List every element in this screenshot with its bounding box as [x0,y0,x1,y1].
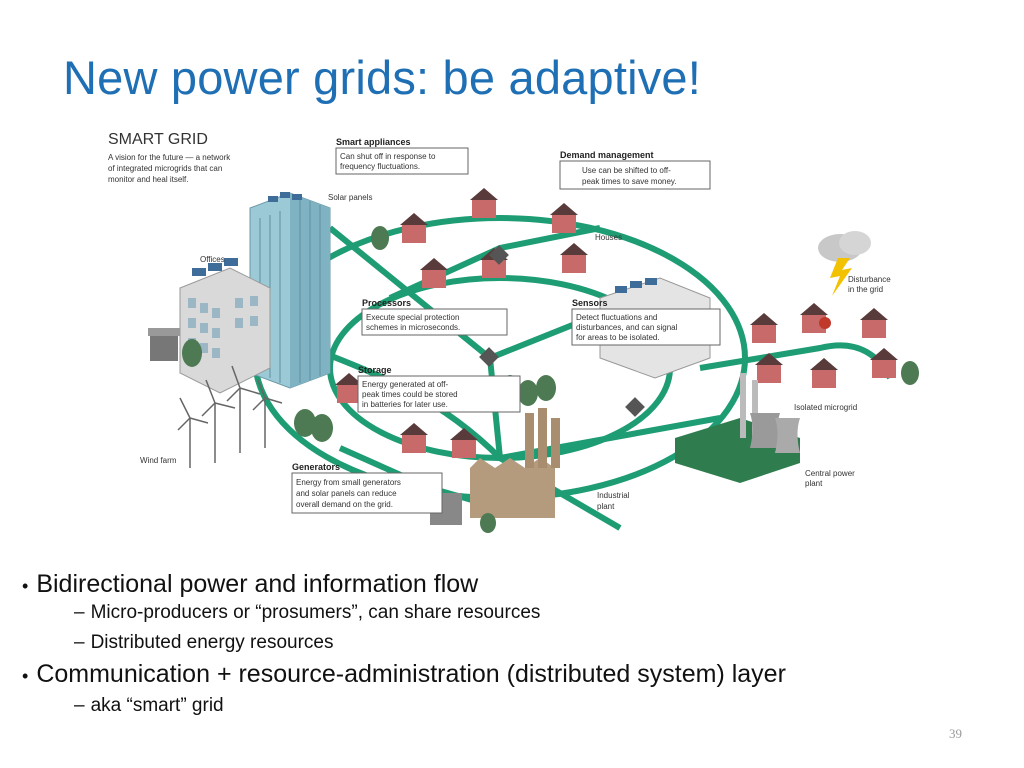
svg-text:peak times could be stored: peak times could be stored [362,390,458,399]
label-industrial-plant-2: plant [597,502,615,511]
label-offices: Offices [200,255,225,264]
bullet-text: Bidirectional power and information flow [36,570,479,598]
callout-sensors: Sensors Detect fluctuations and disturba… [571,298,721,346]
central-power-plant [675,373,800,483]
storm-cloud [818,231,871,296]
svg-text:disturbances, and can signal: disturbances, and can signal [576,323,678,332]
sub-bullet-item: –aka “smart” grid [74,695,224,716]
svg-text:and solar panels can reduce: and solar panels can reduce [296,489,397,498]
svg-text:Energy generated at off-: Energy generated at off- [362,380,448,389]
callout-generators: Generators Energy from small generators … [291,462,443,514]
page-number: 39 [949,726,962,741]
label-solar-panels: Solar panels [328,193,372,202]
svg-text:schemes in microseconds.: schemes in microseconds. [366,323,460,332]
sub-bullet-item: –Micro-producers or “prosumers”, can sha… [74,602,541,623]
svg-text:overall demand on the grid.: overall demand on the grid. [296,500,393,509]
svg-text:frequency fluctuations.: frequency fluctuations. [340,162,420,171]
svg-text:Execute special protection: Execute special protection [366,313,459,322]
slide-title: New power grids: be adaptive! [63,51,702,104]
diagram-subtitle-2: of integrated microgrids that can [108,164,222,173]
sub-bullet-text: aka “smart” grid [90,695,224,716]
label-central-plant-1: Central power [805,469,855,478]
diagram-subtitle-1: A vision for the future — a network [108,153,231,162]
generator-units [371,226,389,250]
label-industrial-plant-1: Industrial [597,491,630,500]
bullet-item: • Bidirectional power and information fl… [22,570,479,598]
svg-text:Detect fluctuations and: Detect fluctuations and [576,313,657,322]
svg-text:Storage: Storage [358,365,392,375]
callout-demand-management: Demand management Use can be shifted to … [559,150,711,190]
bullet-item: • Communication + resource-administratio… [22,660,786,688]
label-houses: Houses [595,233,622,242]
label-disturbance-2: in the grid [848,285,883,294]
svg-text:Use can be shifted to off-: Use can be shifted to off- [582,166,671,175]
sub-bullet-text: Micro-producers or “prosumers”, can shar… [90,602,541,623]
sub-bullet-item: –Distributed energy resources [74,632,334,653]
svg-text:Can shut off in response to: Can shut off in response to [340,152,436,161]
bullet-list: • Bidirectional power and information fl… [22,570,1012,717]
svg-text:Sensors: Sensors [572,298,608,308]
wind-farm [177,365,283,468]
callout-smart-appliances: Smart appliances Can shut off in respons… [335,137,469,175]
houses-cluster [335,188,588,458]
sub-bullet-text: Distributed energy resources [90,632,334,653]
processor-chips [479,245,645,417]
label-disturbance-1: Disturbance [848,275,891,284]
label-central-plant-2: plant [805,479,823,488]
svg-text:Generators: Generators [292,462,340,472]
callout-processors: Processors Execute special protection sc… [361,298,508,336]
bullet-text: Communication + resource-administration … [36,660,786,688]
svg-text:for areas to be isolated.: for areas to be isolated. [576,333,660,342]
callout-storage: Storage Energy generated at off- peak ti… [357,365,521,413]
office-building [148,258,271,394]
industrial-plant [430,408,560,533]
label-wind-farm: Wind farm [140,456,177,465]
svg-text:Processors: Processors [362,298,411,308]
svg-text:Energy from small generators: Energy from small generators [296,478,401,487]
svg-text:in batteries for later use.: in batteries for later use. [362,400,448,409]
isolated-microgrid [750,303,919,388]
svg-text:peak times to save money.: peak times to save money. [582,177,677,186]
smart-grid-diagram: SMART GRID A vision for the future — a n… [100,118,960,558]
label-isolated-microgrid: Isolated microgrid [794,403,857,412]
svg-text:Smart appliances: Smart appliances [336,137,411,147]
diagram-subtitle-3: monitor and heal itself. [108,175,189,184]
svg-text:Demand management: Demand management [560,150,654,160]
diagram-heading: SMART GRID [108,131,208,148]
